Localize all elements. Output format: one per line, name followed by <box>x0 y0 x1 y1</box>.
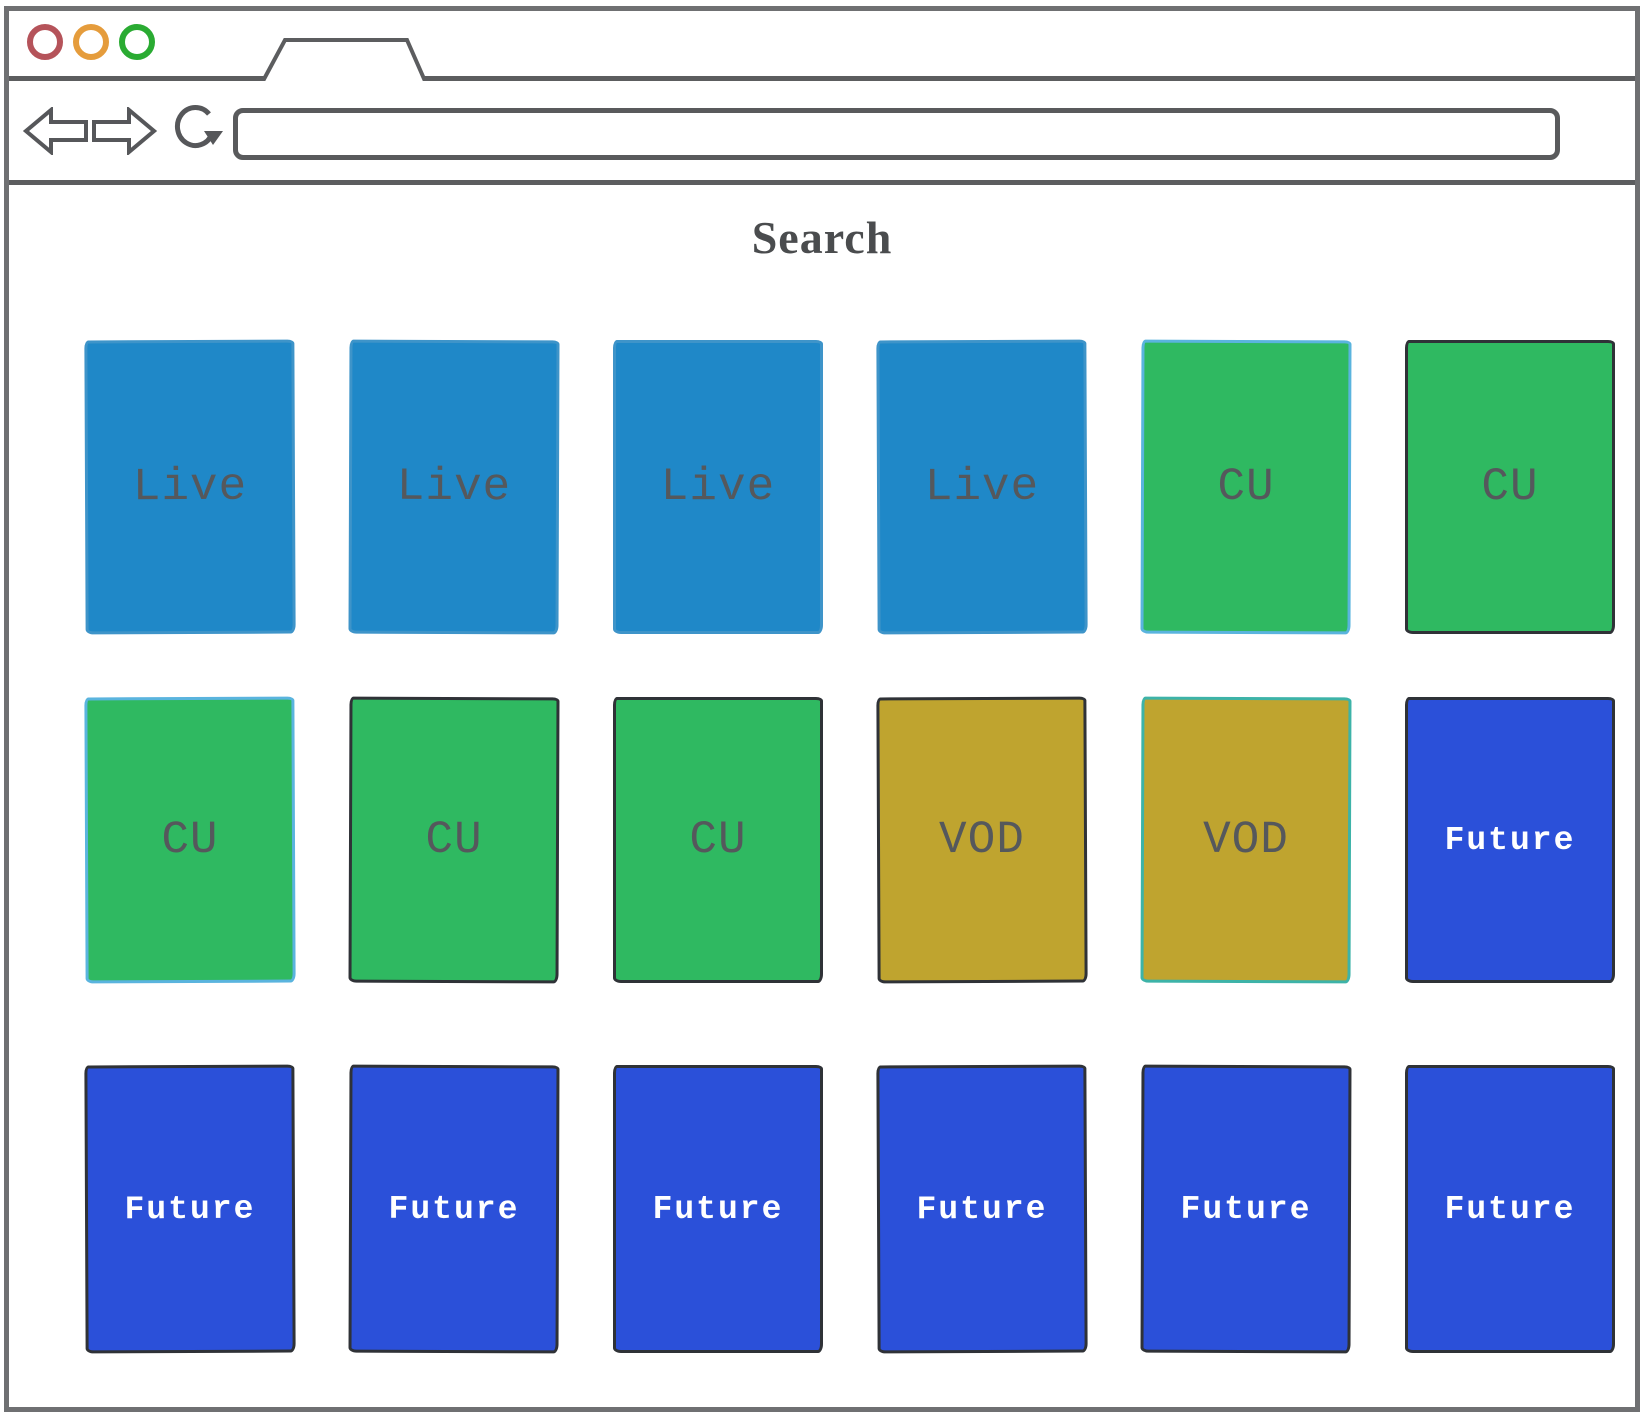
card-future[interactable]: Future <box>84 1064 296 1354</box>
card-label: CU <box>425 813 483 867</box>
card-row-2: CU CU CU VOD VOD Future <box>84 696 1615 984</box>
card-label: Live <box>396 460 512 514</box>
card-label: VOD <box>938 813 1026 867</box>
card-cu[interactable]: CU <box>1405 340 1615 634</box>
card-label: Future <box>388 1190 520 1228</box>
card-row-3: Future Future Future Future Future Future <box>84 1064 1615 1354</box>
card-future[interactable]: Future <box>1140 1064 1352 1354</box>
card-label: Live <box>924 460 1040 514</box>
card-future[interactable]: Future <box>876 1064 1088 1354</box>
card-future[interactable]: Future <box>1405 697 1615 983</box>
right-block-arrow-icon <box>92 107 157 155</box>
card-cu[interactable]: CU <box>1140 339 1352 635</box>
card-label: Live <box>660 461 776 513</box>
card-future[interactable]: Future <box>1405 1065 1615 1353</box>
reload-button[interactable] <box>171 101 225 159</box>
card-label: Future <box>1444 1190 1576 1228</box>
close-button[interactable] <box>27 24 63 60</box>
card-cu[interactable]: CU <box>613 697 823 983</box>
card-vod[interactable]: VOD <box>876 696 1088 984</box>
navigation-bar <box>9 81 1635 185</box>
card-live[interactable]: Live <box>876 339 1088 635</box>
card-label: Future <box>652 1190 784 1228</box>
card-label: CU <box>1217 460 1275 514</box>
left-block-arrow-icon <box>23 107 88 155</box>
card-label: Future <box>916 1190 1048 1228</box>
card-label: Future <box>124 1190 256 1228</box>
card-live[interactable]: Live <box>84 339 296 635</box>
card-future[interactable]: Future <box>348 1064 560 1354</box>
card-label: Live <box>132 460 248 514</box>
traffic-lights <box>27 24 155 60</box>
card-label: Future <box>1444 821 1576 859</box>
card-future[interactable]: Future <box>613 1065 823 1353</box>
card-vod[interactable]: VOD <box>1140 696 1352 984</box>
circular-reload-arrow-icon <box>174 105 223 149</box>
card-row-1: Live Live Live Live CU CU <box>84 339 1615 635</box>
minimize-button[interactable] <box>73 24 109 60</box>
browser-tab[interactable] <box>259 37 429 81</box>
card-label: CU <box>161 813 219 867</box>
page-title: Search <box>751 212 893 263</box>
card-label: VOD <box>1202 813 1289 867</box>
card-label: CU <box>1481 461 1539 513</box>
card-label: Future <box>1180 1190 1312 1228</box>
card-live[interactable]: Live <box>613 340 823 634</box>
card-cu[interactable]: CU <box>84 696 296 984</box>
card-cu[interactable]: CU <box>348 696 560 984</box>
title-bar <box>9 11 1635 81</box>
address-bar-input[interactable] <box>233 108 1560 160</box>
card-live[interactable]: Live <box>348 339 560 635</box>
maximize-button[interactable] <box>119 24 155 60</box>
forward-button[interactable] <box>91 107 157 155</box>
back-button[interactable] <box>23 107 89 155</box>
browser-tab-icon <box>261 38 427 81</box>
card-label: CU <box>689 814 747 866</box>
